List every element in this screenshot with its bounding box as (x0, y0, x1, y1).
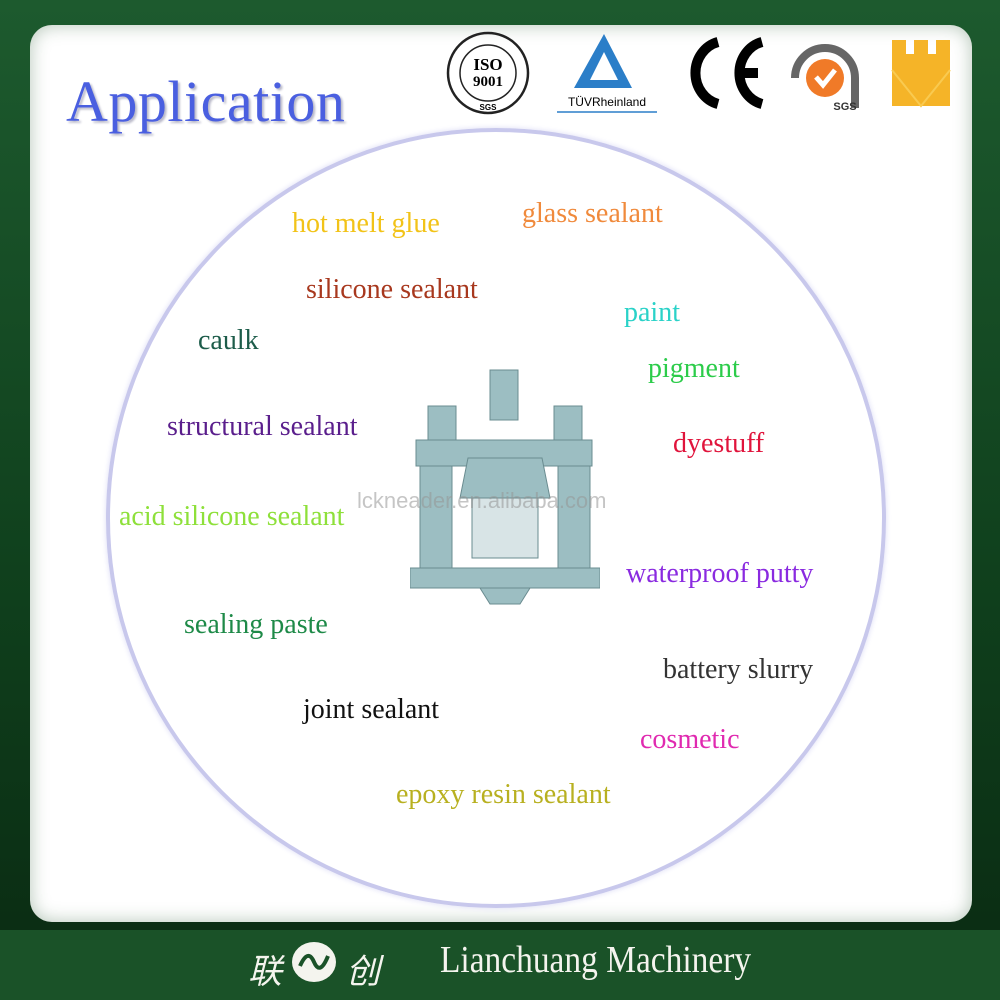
application-item: dyestuff (673, 428, 765, 459)
svg-text:SGS: SGS (480, 103, 498, 112)
page-title: Application (66, 69, 346, 134)
application-item: joint sealant (303, 694, 440, 725)
application-item: battery slurry (663, 654, 814, 685)
application-item: structural sealant (167, 411, 358, 442)
shield-badge-icon (891, 40, 951, 108)
application-item: caulk (198, 325, 259, 356)
svg-text:TÜVRheinland: TÜVRheinland (568, 95, 646, 109)
tuv-rheinland-logo: TÜVRheinland (557, 34, 657, 113)
lianchuang-logo-icon (292, 942, 336, 982)
application-item: waterproof putty (626, 558, 814, 589)
application-circle (106, 128, 886, 908)
watermark: lckneader.en.alibaba.com (357, 488, 607, 513)
footer-cn-char-2: 创 (346, 954, 380, 991)
svg-text:ISO: ISO (473, 55, 502, 74)
application-item: cosmetic (640, 724, 740, 755)
application-item: pigment (648, 353, 740, 384)
company-name: Lianchuang Machinery (440, 939, 752, 981)
application-item: silicone sealant (306, 274, 478, 305)
ce-mark-logo (690, 37, 764, 109)
planetary-mixer-image (410, 369, 600, 605)
iso-9001-logo: ISO 9001 SGS (446, 31, 530, 115)
footer-cn-char-1: 联 (248, 954, 282, 991)
application-item: hot melt glue (292, 208, 440, 239)
svg-text:9001: 9001 (473, 74, 503, 90)
application-item: paint (624, 297, 680, 328)
footer-bar (0, 930, 1000, 1000)
svg-text:SGS: SGS (833, 101, 856, 113)
sgs-certification-logo: SGS (791, 44, 859, 113)
application-item: glass sealant (522, 198, 663, 229)
application-item: sealing paste (184, 609, 328, 640)
application-item: acid silicone sealant (119, 501, 345, 532)
application-item: epoxy resin sealant (396, 779, 611, 810)
